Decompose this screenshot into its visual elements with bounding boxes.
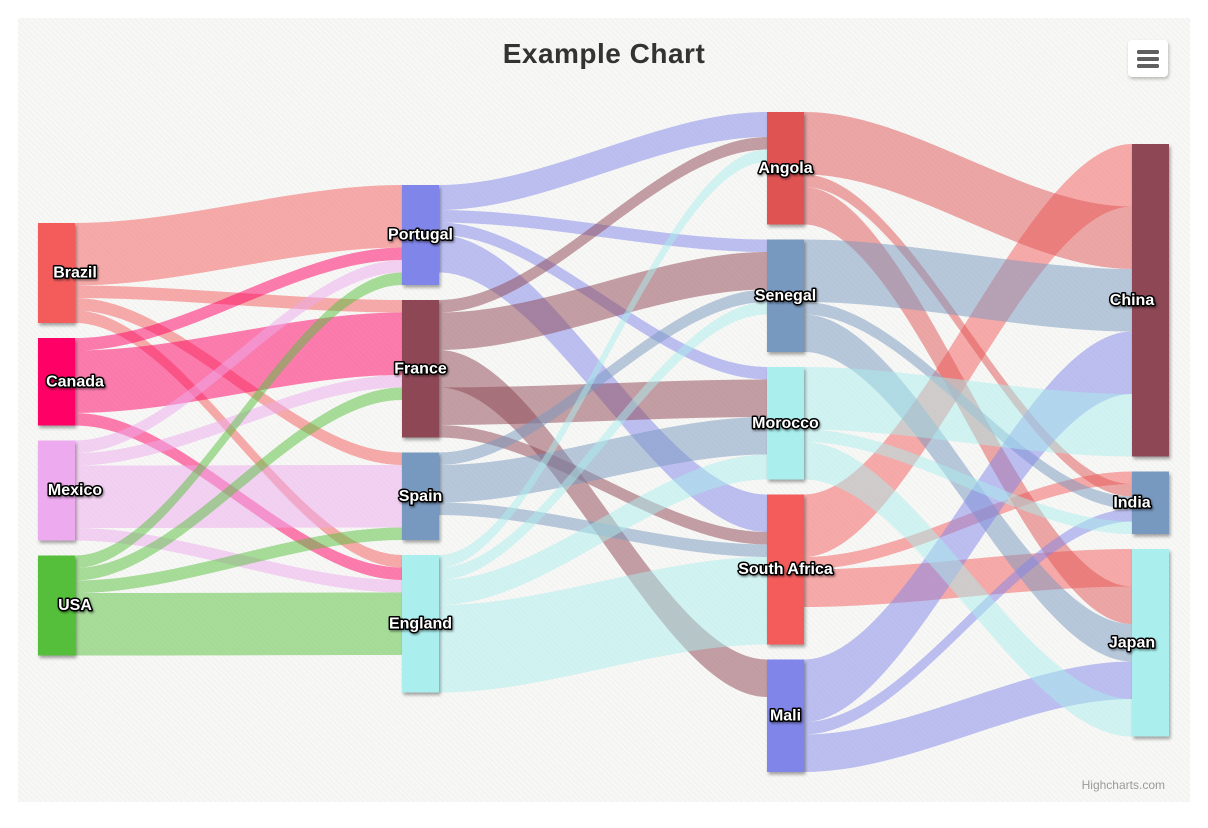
sankey-link-angola-to-india[interactable] xyxy=(804,174,1132,497)
node-label-spain: Spain xyxy=(399,488,443,505)
sankey-link-england-to-angola[interactable] xyxy=(439,149,767,568)
sankey-node-india[interactable] xyxy=(1132,471,1169,535)
sankey-link-morocco-to-japan[interactable] xyxy=(804,442,1132,737)
sankey-link-france-to-south-africa[interactable] xyxy=(439,425,767,545)
sankey-link-spain-to-senegal[interactable] xyxy=(439,289,767,466)
sankey-link-usa-to-france[interactable] xyxy=(75,387,402,581)
sankey-link-mexico-to-spain[interactable] xyxy=(75,465,402,528)
node-label-usa: USA xyxy=(58,597,92,614)
node-label-senegal: Senegal xyxy=(755,287,816,304)
sankey-node-south-africa[interactable] xyxy=(767,494,804,645)
node-label-england: England xyxy=(389,615,452,632)
sankey-node-senegal[interactable] xyxy=(767,239,804,353)
sankey-node-mali[interactable] xyxy=(767,659,804,773)
node-label-mali: Mali xyxy=(770,707,801,724)
sankey-links-layer xyxy=(75,112,1132,772)
sankey-link-spain-to-morocco[interactable] xyxy=(439,417,767,503)
sankey-link-mali-to-india[interactable] xyxy=(804,509,1132,735)
sankey-link-france-to-angola[interactable] xyxy=(439,137,767,313)
node-label-canada: Canada xyxy=(46,373,104,390)
node-label-india: India xyxy=(1113,494,1150,511)
sankey-link-morocco-to-china[interactable] xyxy=(804,367,1132,457)
sankey-link-france-to-senegal[interactable] xyxy=(439,252,767,350)
sankey-link-usa-to-spain[interactable] xyxy=(75,527,402,594)
node-label-portugal: Portugal xyxy=(388,227,453,244)
hamburger-icon xyxy=(1137,49,1159,68)
node-label-japan: Japan xyxy=(1109,634,1155,651)
sankey-node-portugal[interactable] xyxy=(402,185,439,285)
sankey-node-canada[interactable] xyxy=(38,338,75,426)
sankey-link-brazil-to-portugal[interactable] xyxy=(75,185,402,286)
sankey-node-france[interactable] xyxy=(402,300,439,438)
node-label-france: France xyxy=(394,360,447,377)
node-label-morocco: Morocco xyxy=(752,415,819,432)
sankey-node-mexico[interactable] xyxy=(38,440,75,541)
sankey-link-usa-to-england[interactable] xyxy=(75,592,402,656)
sankey-link-morocco-to-india[interactable] xyxy=(804,429,1132,535)
sankey-link-senegal-to-china[interactable] xyxy=(804,239,1132,332)
sankey-node-morocco[interactable] xyxy=(767,367,804,480)
node-label-angola: Angola xyxy=(758,160,812,177)
sankey-node-usa[interactable] xyxy=(38,555,75,656)
sankey-node-angola[interactable] xyxy=(767,112,804,225)
sankey-link-brazil-to-england[interactable] xyxy=(75,310,402,568)
sankey-node-japan[interactable] xyxy=(1132,549,1169,737)
sankey-node-england[interactable] xyxy=(402,555,439,693)
node-label-china: China xyxy=(1110,292,1155,309)
sankey-link-england-to-morocco[interactable] xyxy=(439,454,767,606)
sankey-link-portugal-to-angola[interactable] xyxy=(439,112,767,210)
sankey-node-brazil[interactable] xyxy=(38,223,75,323)
credits-link[interactable]: Highcharts.com xyxy=(1081,778,1165,792)
sankey-node-spain[interactable] xyxy=(402,452,439,541)
sankey-link-england-to-senegal[interactable] xyxy=(439,302,767,580)
sankey-link-england-to-south-africa[interactable] xyxy=(439,557,767,693)
chart-context-menu-button[interactable] xyxy=(1128,40,1168,77)
node-label-brazil: Brazil xyxy=(53,265,97,282)
sankey-link-angola-to-china[interactable] xyxy=(804,112,1132,269)
node-label-south-africa: South Africa xyxy=(738,561,833,578)
sankey-link-usa-to-portugal[interactable] xyxy=(75,272,402,569)
node-label-mexico: Mexico xyxy=(48,482,102,499)
chart-title: Example Chart xyxy=(502,38,706,69)
sankey-link-canada-to-portugal[interactable] xyxy=(75,247,402,351)
sankey-link-mexico-to-portugal[interactable] xyxy=(75,260,402,453)
sankey-node-china[interactable] xyxy=(1132,144,1169,457)
sankey-nodes-layer xyxy=(38,112,1169,772)
sankey-link-france-to-morocco[interactable] xyxy=(439,379,767,426)
